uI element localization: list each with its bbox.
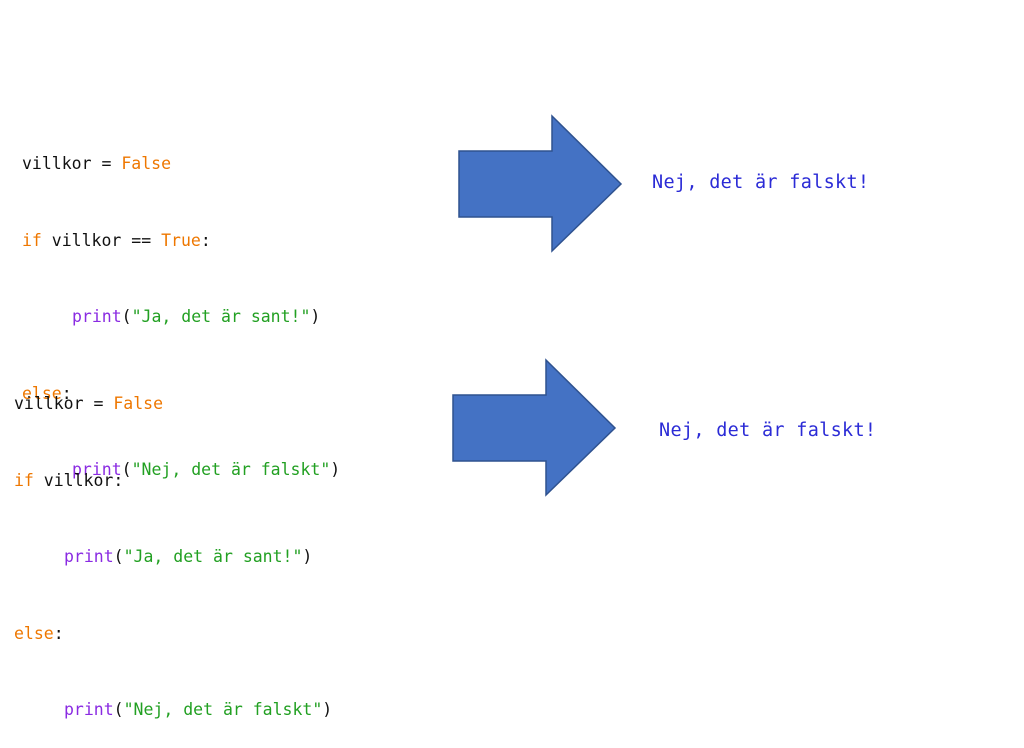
code-keyword: else: [22, 383, 62, 403]
code-line: if villkor:: [14, 468, 332, 494]
code-line: else:: [22, 381, 340, 407]
code-line: else:: [14, 621, 332, 647]
code-line: print("Nej, det är falskt"): [14, 697, 332, 723]
code-text: :: [200, 230, 211, 250]
code-line: print("Nej, det är falskt"): [22, 457, 340, 483]
code-keyword: True: [161, 230, 201, 250]
code-text: (: [113, 547, 124, 566]
code-text: (: [121, 460, 132, 479]
code-line: if villkor == True:: [22, 228, 340, 254]
code-builtin: print: [72, 307, 122, 326]
code-text: villkor:: [33, 470, 124, 490]
code-text: ): [322, 700, 333, 719]
code-text: villkor =: [14, 394, 114, 413]
program-output-2: Nej, det är falskt!: [659, 420, 877, 441]
right-arrow-icon: [452, 358, 617, 497]
code-text: ): [310, 307, 321, 326]
code-text: (: [121, 307, 132, 326]
code-line: print("Ja, det är sant!"): [22, 304, 340, 330]
code-line: villkor = False: [22, 151, 340, 177]
code-keyword: if: [22, 230, 42, 250]
code-string: "Nej, det är falskt": [123, 700, 323, 719]
code-string: "Nej, det är falskt": [131, 460, 331, 479]
code-text: ): [302, 547, 313, 566]
code-block-1: villkor = False if villkor == True: prin…: [22, 100, 340, 508]
program-output-1: Nej, det är falskt!: [652, 172, 870, 193]
code-builtin: print: [72, 460, 122, 479]
code-block-2: villkor = False if villkor: print("Ja, d…: [14, 340, 332, 748]
code-builtin: print: [64, 547, 114, 566]
code-text: villkor ==: [41, 230, 162, 250]
code-text: villkor =: [22, 154, 122, 173]
code-text: (: [113, 700, 124, 719]
code-text: ): [330, 460, 341, 479]
right-arrow-icon: [458, 114, 623, 253]
code-builtin: print: [64, 700, 114, 719]
code-string: "Ja, det är sant!": [123, 547, 303, 566]
code-keyword: False: [113, 394, 164, 413]
code-text: :: [53, 623, 64, 643]
code-text: :: [61, 383, 72, 403]
code-keyword: False: [121, 154, 172, 173]
code-line: print("Ja, det är sant!"): [14, 544, 332, 570]
code-line: villkor = False: [14, 391, 332, 417]
code-keyword: else: [14, 623, 54, 643]
code-keyword: if: [14, 470, 34, 490]
code-string: "Ja, det är sant!": [131, 307, 311, 326]
